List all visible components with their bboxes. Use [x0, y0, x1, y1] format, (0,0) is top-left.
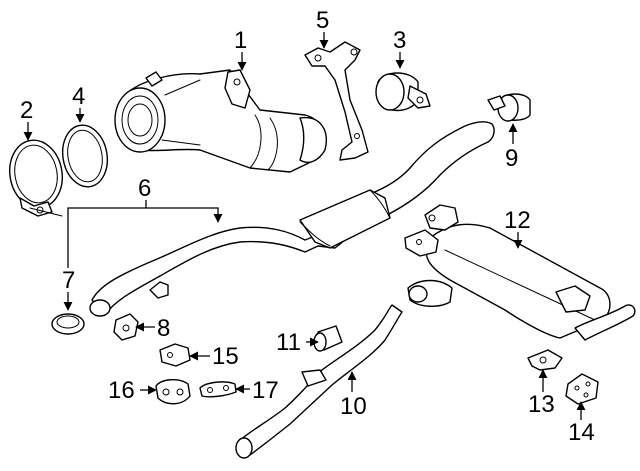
callout-16: 16 [108, 377, 135, 404]
tail-pipe [235, 304, 403, 459]
hanger-16 [155, 379, 191, 405]
hanger-17 [199, 381, 237, 398]
callout-17: 17 [252, 377, 279, 404]
callout-11: 11 [276, 329, 301, 356]
pipe-sleeve [313, 325, 343, 352]
bracket-14 [565, 373, 599, 405]
band-clamp-large [9, 139, 63, 217]
clamp-small [487, 93, 531, 122]
callout-13: 13 [528, 391, 555, 418]
callout-3: 3 [393, 27, 406, 54]
callout-labels: 1 2 3 4 5 6 7 8 9 10 11 12 13 14 15 16 1… [20, 7, 595, 446]
callout-10: 10 [340, 393, 367, 420]
catalytic-converter [114, 69, 327, 173]
bracket-13 [527, 349, 563, 371]
callout-1: 1 [234, 27, 247, 54]
leader-lines [23, 32, 586, 420]
callout-9: 9 [505, 145, 518, 172]
bracket-15 [159, 343, 191, 367]
rear-muffler [404, 204, 636, 341]
callout-2: 2 [20, 97, 33, 124]
callout-5: 5 [316, 7, 329, 34]
hanger-8 [113, 313, 139, 341]
gasket-ring [61, 124, 109, 188]
pipe-clamp [51, 313, 85, 335]
hanger-bracket [304, 41, 369, 161]
intermediate-pipe [89, 121, 495, 317]
callout-14: 14 [568, 419, 595, 446]
callout-7: 7 [62, 267, 75, 294]
callout-4: 4 [72, 83, 85, 110]
callout-8: 8 [157, 315, 170, 342]
clamp-sleeve [375, 72, 431, 112]
callout-6: 6 [138, 175, 151, 202]
callout-12: 12 [504, 207, 531, 234]
callout-15: 15 [212, 343, 239, 370]
